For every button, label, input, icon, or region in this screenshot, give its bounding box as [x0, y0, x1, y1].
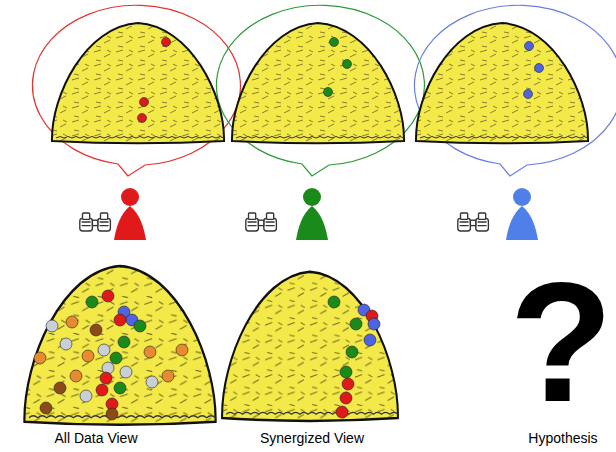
view-caption: Hypothesis	[528, 430, 597, 447]
observer	[114, 188, 538, 240]
view-bubble	[32, 5, 616, 176]
question-mark: ?	[509, 262, 613, 424]
view-caption: All Data View	[54, 430, 137, 447]
view-caption: Synergized View	[260, 430, 364, 447]
